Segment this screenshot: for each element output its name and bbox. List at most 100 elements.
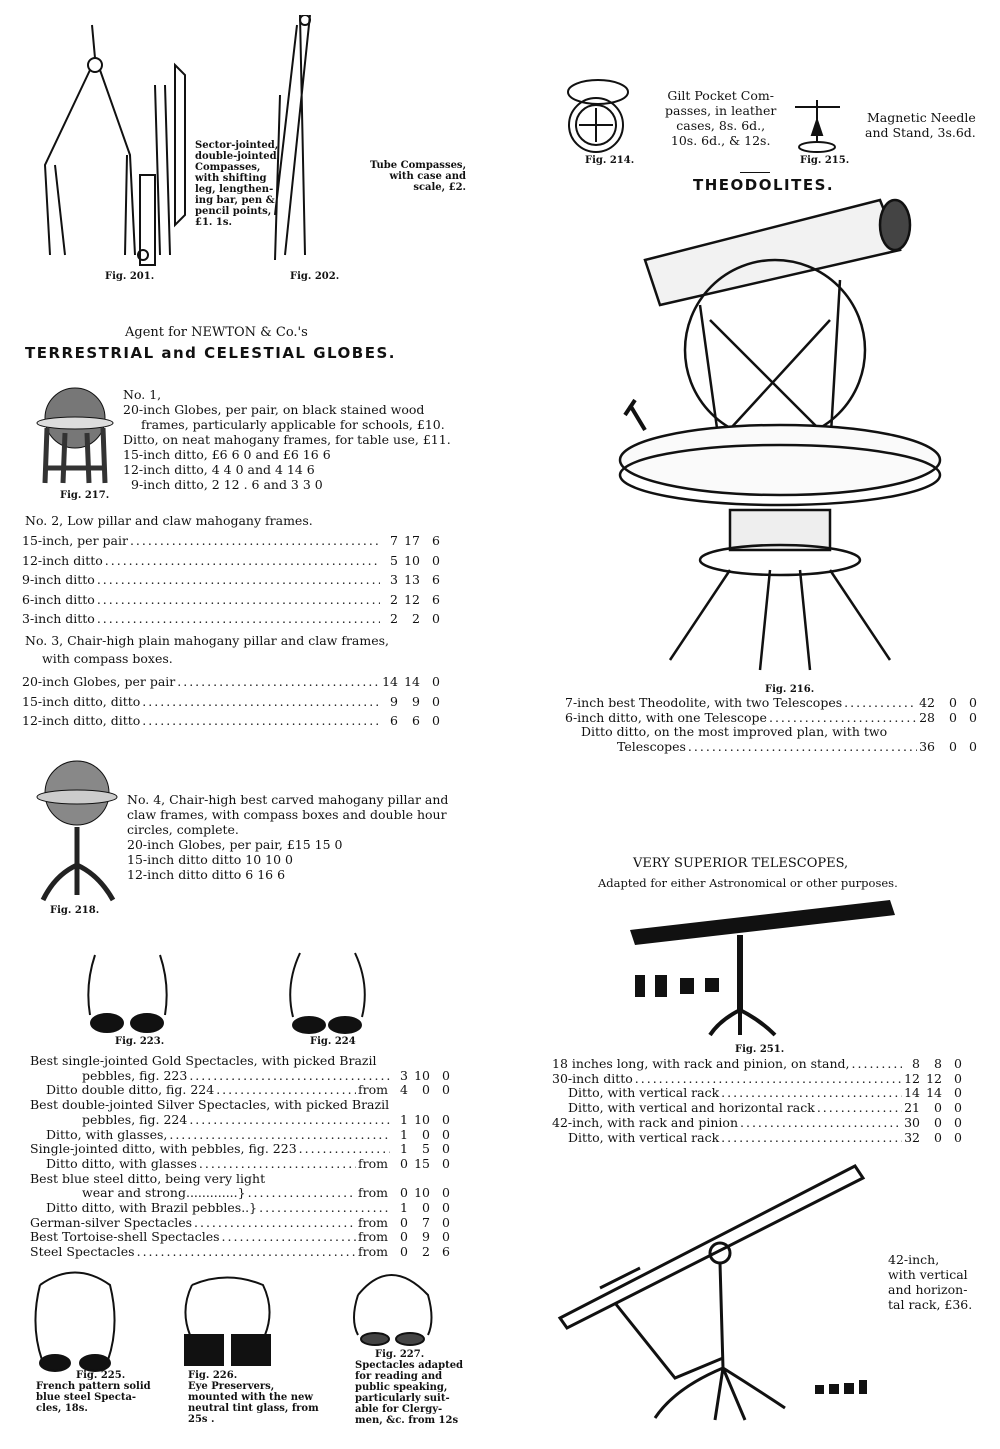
- caption-line: No. 1,: [123, 387, 162, 402]
- spectacles-fig-223-illustration: [87, 954, 168, 1033]
- caption-line: mounted with the new: [188, 1392, 313, 1403]
- caption-line: 42-inch,: [888, 1252, 940, 1267]
- price-shillings: 0: [949, 695, 957, 710]
- caption-line: 10s. 6d., & 12s.: [670, 133, 771, 148]
- caption-line: Sector-jointed,: [195, 140, 279, 151]
- from-label: from: [358, 1214, 388, 1230]
- price-row: 30-inch ditto12120: [552, 1071, 962, 1086]
- price-pence: 0: [442, 1067, 450, 1083]
- from-label: from: [358, 1229, 388, 1245]
- item-label: German-silver Spectacles: [30, 1214, 193, 1230]
- price-row: Ditto ditto, with Brazil pebbles..}100: [30, 1200, 450, 1215]
- caption-line: 15-inch ditto ditto 10 10 0: [127, 852, 294, 867]
- price-pence: 0: [432, 611, 440, 626]
- price-shillings: 0: [422, 1082, 430, 1098]
- caption-line: cles, 18s.: [36, 1403, 88, 1414]
- no3-heading-cont: with compass boxes.: [42, 651, 173, 666]
- price-shillings: 0: [934, 1114, 942, 1130]
- price-row: 15-inch, per pair7176: [22, 533, 440, 548]
- price-pounds: 21: [904, 1100, 920, 1116]
- item-label: Steel Spectacles: [30, 1244, 135, 1260]
- price-pence: 0: [969, 709, 977, 725]
- item-label: Ditto double ditto, fig. 224: [46, 1082, 215, 1098]
- dot-leader: [105, 553, 380, 568]
- dot-leader: [299, 1141, 390, 1156]
- pocket-compass-illustration: [567, 79, 629, 153]
- dot-leader: [844, 695, 917, 710]
- price-pence: 6: [432, 533, 440, 548]
- price-pence: 0: [442, 1200, 450, 1215]
- from-label: from: [358, 1244, 388, 1260]
- price-shillings: 9: [422, 1229, 430, 1245]
- price-pounds: 3: [400, 1067, 408, 1083]
- fig-215-label: Fig. 215.: [800, 155, 850, 166]
- dot-leader: [817, 1100, 902, 1115]
- globe-fig-218-illustration: [36, 760, 118, 902]
- price-shillings: 6: [412, 713, 420, 728]
- price-row: 6-inch ditto2126: [22, 592, 440, 607]
- price-pence: 0: [954, 1056, 962, 1071]
- price-row: Single-jointed ditto, with pebbles, fig.…: [30, 1141, 450, 1156]
- fig-214-label: Fig. 214.: [585, 155, 635, 166]
- price-shillings: 0: [934, 1129, 942, 1145]
- caption-line: 25s .: [188, 1414, 215, 1425]
- caption-line: passes, in leather: [665, 103, 777, 118]
- price-pence: 0: [432, 674, 440, 689]
- caption-line: 20-inch Globes, per pair, on black stain…: [123, 402, 425, 417]
- compasses-illustration: [43, 15, 311, 266]
- item-label: Ditto, with vertical and horizontal rack: [568, 1100, 815, 1116]
- item-label: Ditto, with glasses,: [46, 1126, 168, 1142]
- price-row: Telescopes3600: [565, 739, 977, 754]
- price-pence: 0: [954, 1114, 962, 1130]
- price-pounds: 14: [904, 1085, 920, 1101]
- dot-leader: [216, 1082, 356, 1097]
- item-label: Telescopes: [617, 738, 686, 754]
- globe-fig-217-illustration: [36, 387, 114, 484]
- caption-line: circles, complete.: [127, 822, 239, 837]
- price-shillings: 9: [412, 693, 420, 709]
- price-shillings: 10: [404, 552, 420, 568]
- price-pounds: 5: [390, 552, 398, 568]
- dot-leader: [97, 592, 380, 607]
- caption-line: Compasses,: [195, 162, 261, 173]
- price-pounds: 1: [400, 1200, 408, 1215]
- dot-leader: [194, 1215, 356, 1230]
- item-label: Single-jointed ditto, with pebbles, fig.…: [30, 1141, 297, 1157]
- fig-217-label: Fig. 217.: [60, 490, 110, 501]
- price-pence: 0: [442, 1141, 450, 1157]
- caption-line: Fig. 225.: [76, 1370, 126, 1381]
- caption-line: leg, lengthen-: [195, 184, 274, 195]
- price-pounds: 0: [400, 1155, 408, 1171]
- caption-line: claw frames, with compass boxes and doub…: [127, 807, 447, 822]
- price-pounds: 12: [904, 1070, 920, 1086]
- price-shillings: 2: [422, 1244, 430, 1260]
- price-shillings: 14: [404, 674, 420, 689]
- caption-line: for reading and: [355, 1371, 443, 1382]
- price-row: 20-inch Globes, per pair14140: [22, 674, 440, 689]
- price-pence: 6: [432, 591, 440, 607]
- price-row: 18 inches long, with rack and pinion, on…: [552, 1056, 962, 1071]
- price-pounds: 2: [390, 611, 398, 626]
- price-pounds: 0: [400, 1214, 408, 1230]
- magnetic-needle-illustration: [795, 100, 840, 153]
- caption-line: 12-inch ditto, 4 4 0 and 4 14 6: [123, 462, 315, 477]
- item-label: 20-inch Globes, per pair: [22, 674, 176, 689]
- price-pence: 0: [969, 738, 977, 754]
- dot-leader: [769, 710, 917, 725]
- caption-line: Magnetic Needle: [866, 110, 976, 125]
- price-shillings: 12: [926, 1070, 942, 1086]
- dot-leader: [97, 572, 380, 587]
- caption-line: Gilt Pocket Com-: [667, 88, 774, 103]
- price-row: Best Tortoise-shell Spectaclesfrom090: [30, 1229, 450, 1244]
- item-label: 42-inch, with rack and pinion: [552, 1114, 738, 1130]
